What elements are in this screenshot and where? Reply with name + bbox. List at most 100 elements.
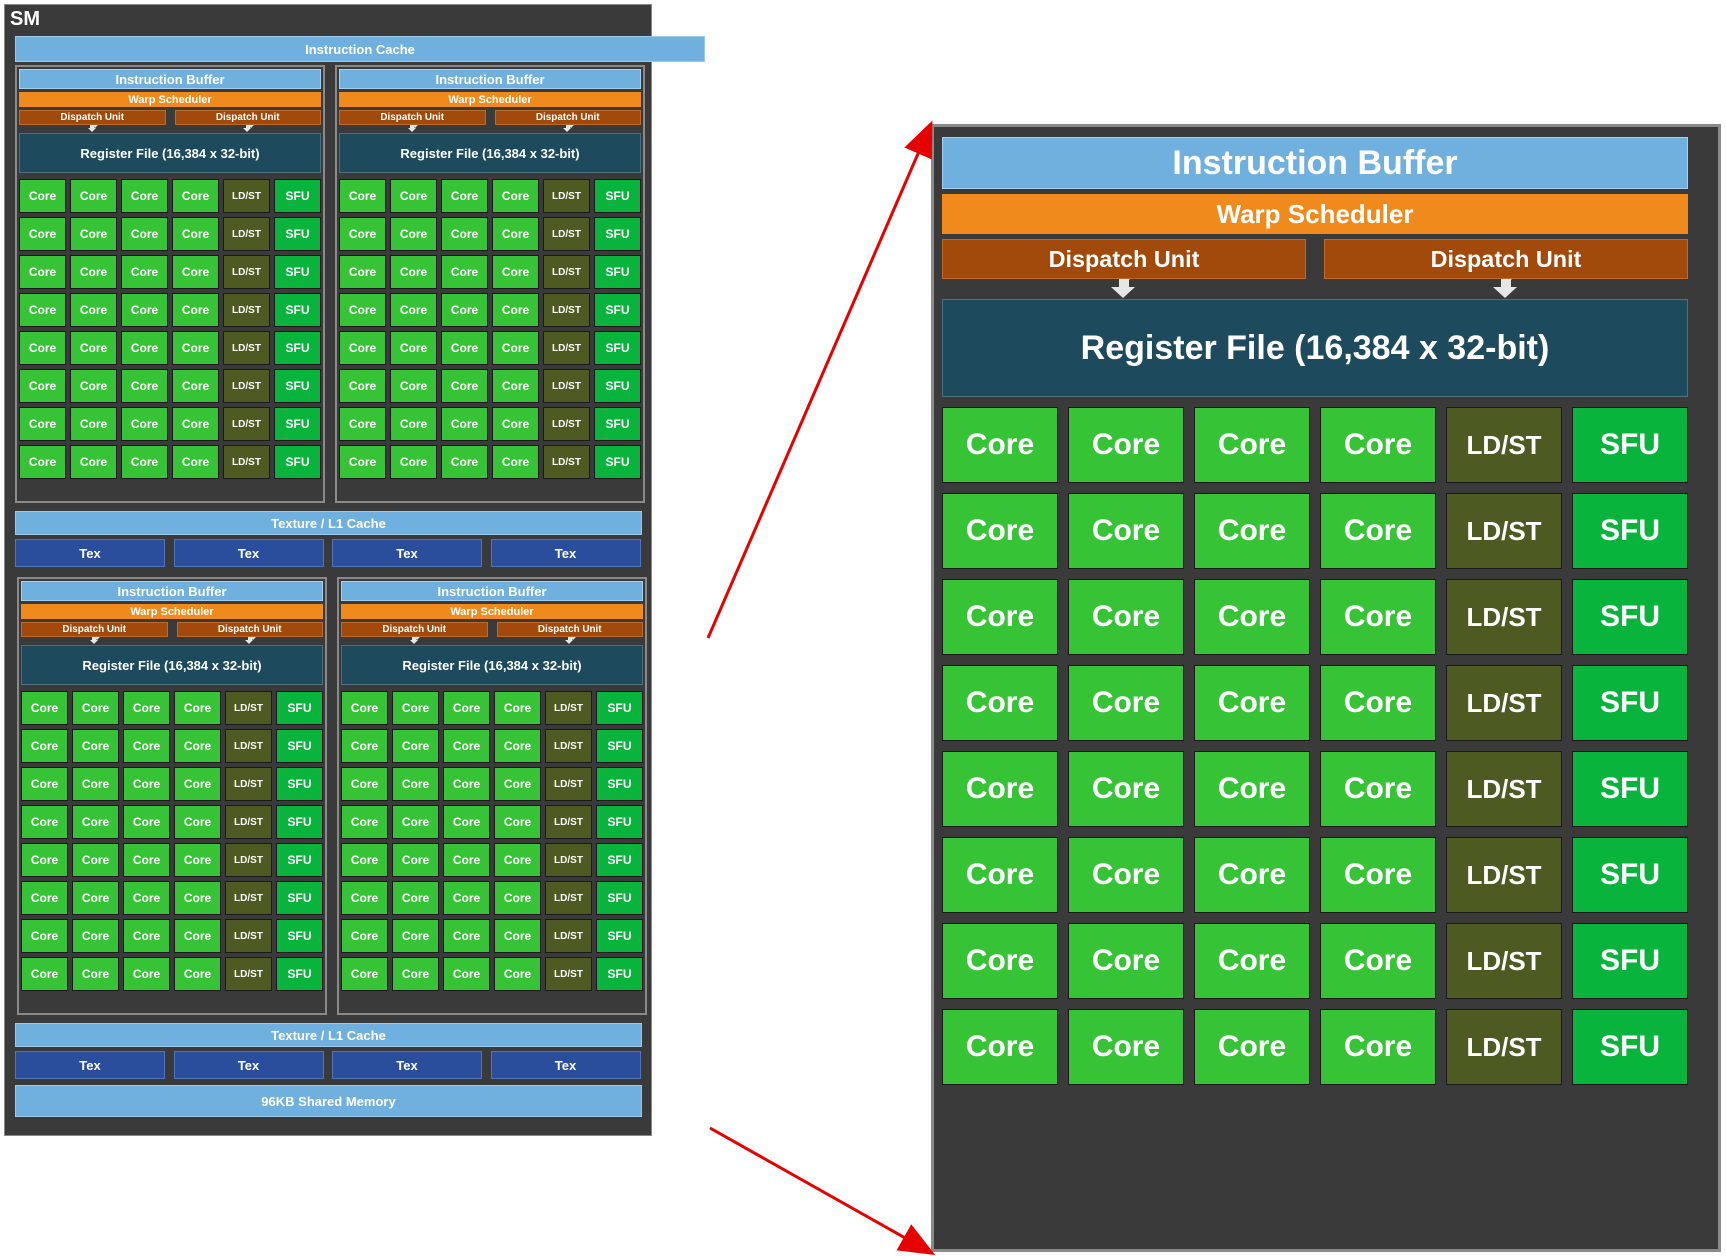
core-unit: Core (390, 179, 437, 213)
core-unit: Core (441, 179, 488, 213)
sfu-unit: SFU (596, 919, 643, 953)
tex-unit: Tex (173, 539, 324, 567)
core-unit: Core (492, 217, 539, 251)
tex-unit: Tex (332, 1051, 482, 1079)
warp-scheduler: Warp Scheduler (942, 194, 1688, 234)
ldst-unit: LD/ST (543, 179, 590, 213)
core-unit: Core (494, 691, 541, 725)
core-unit: Core (443, 805, 490, 839)
core-unit: Core (339, 179, 386, 213)
core-unit: Core (19, 255, 66, 289)
ldst-unit: LD/ST (1446, 923, 1562, 999)
ldst-unit: LD/ST (545, 729, 592, 763)
sfu-unit: SFU (596, 805, 643, 839)
core-unit: Core (19, 293, 66, 327)
ldst-unit: LD/ST (225, 767, 272, 801)
ldst-unit: LD/ST (225, 843, 272, 877)
core-unit: Core (121, 255, 168, 289)
core-unit: Core (492, 369, 539, 403)
core-unit: Core (72, 805, 119, 839)
ldst-unit: LD/ST (223, 407, 270, 441)
core-unit: Core (392, 881, 439, 915)
core-unit: Core (339, 407, 386, 441)
sfu-unit: SFU (594, 331, 641, 365)
core-unit: Core (123, 805, 170, 839)
sfu-unit: SFU (1572, 407, 1688, 483)
sfu-unit: SFU (274, 179, 321, 213)
core-unit: Core (1320, 751, 1436, 827)
core-unit: Core (72, 843, 119, 877)
sfu-unit: SFU (276, 691, 323, 725)
ldst-unit: LD/ST (545, 881, 592, 915)
core-unit: Core (1320, 923, 1436, 999)
core-unit: Core (1068, 407, 1184, 483)
ldst-unit: LD/ST (1446, 493, 1562, 569)
ldst-unit: LD/ST (225, 729, 272, 763)
core-unit: Core (494, 881, 541, 915)
core-unit: Core (19, 179, 66, 213)
core-unit: Core (174, 843, 221, 877)
core-unit: Core (21, 729, 68, 763)
instruction-buffer: Instruction Buffer (19, 69, 321, 89)
core-unit: Core (1068, 751, 1184, 827)
sfu-unit: SFU (276, 729, 323, 763)
core-unit: Core (390, 407, 437, 441)
core-unit: Core (392, 805, 439, 839)
core-unit: Core (942, 751, 1058, 827)
dispatch-unit: Dispatch Unit (176, 622, 323, 637)
ldst-unit: LD/ST (543, 331, 590, 365)
core-unit: Core (942, 579, 1058, 655)
instruction-buffer: Instruction Buffer (21, 581, 323, 601)
core-unit: Core (1320, 1009, 1436, 1085)
tex-unit: Tex (15, 539, 165, 567)
warp-scheduler: Warp Scheduler (341, 604, 643, 619)
core-unit: Core (441, 217, 488, 251)
core-unit: Core (390, 217, 437, 251)
ldst-unit: LD/ST (1446, 1009, 1562, 1085)
core-unit: Core (19, 407, 66, 441)
ldst-unit: LD/ST (545, 919, 592, 953)
core-unit: Core (441, 293, 488, 327)
instruction-buffer: Instruction Buffer (341, 581, 643, 601)
core-unit: Core (21, 767, 68, 801)
sfu-unit: SFU (274, 445, 321, 479)
core-unit: Core (492, 407, 539, 441)
core-unit: Core (21, 843, 68, 877)
core-unit: Core (1194, 837, 1310, 913)
ldst-unit: LD/ST (1446, 407, 1562, 483)
sfu-unit: SFU (274, 331, 321, 365)
core-unit: Core (172, 445, 219, 479)
ldst-unit: LD/ST (223, 445, 270, 479)
texture-l1-cache: Texture / L1 Cache (15, 511, 642, 535)
ldst-unit: LD/ST (223, 369, 270, 403)
tex-unit: Tex (173, 1051, 324, 1079)
core-unit: Core (1194, 579, 1310, 655)
core-unit: Core (392, 957, 439, 991)
dispatch-unit: Dispatch Unit (339, 110, 486, 125)
sfu-unit: SFU (594, 293, 641, 327)
core-unit: Core (72, 919, 119, 953)
core-unit: Core (942, 493, 1058, 569)
core-unit: Core (72, 691, 119, 725)
core-unit: Core (21, 881, 68, 915)
core-unit: Core (1320, 837, 1436, 913)
sfu-unit: SFU (276, 843, 323, 877)
core-unit: Core (172, 331, 219, 365)
core-unit: Core (392, 729, 439, 763)
core-unit: Core (341, 957, 388, 991)
core-unit: Core (494, 843, 541, 877)
sfu-unit: SFU (1572, 923, 1688, 999)
sfu-unit: SFU (274, 369, 321, 403)
core-unit: Core (942, 665, 1058, 741)
core-unit: Core (121, 179, 168, 213)
sfu-unit: SFU (1572, 751, 1688, 827)
core-unit: Core (341, 729, 388, 763)
sfu-unit: SFU (276, 881, 323, 915)
ldst-unit: LD/ST (225, 805, 272, 839)
core-unit: Core (441, 255, 488, 289)
sfu-unit: SFU (276, 767, 323, 801)
core-unit: Core (1068, 493, 1184, 569)
